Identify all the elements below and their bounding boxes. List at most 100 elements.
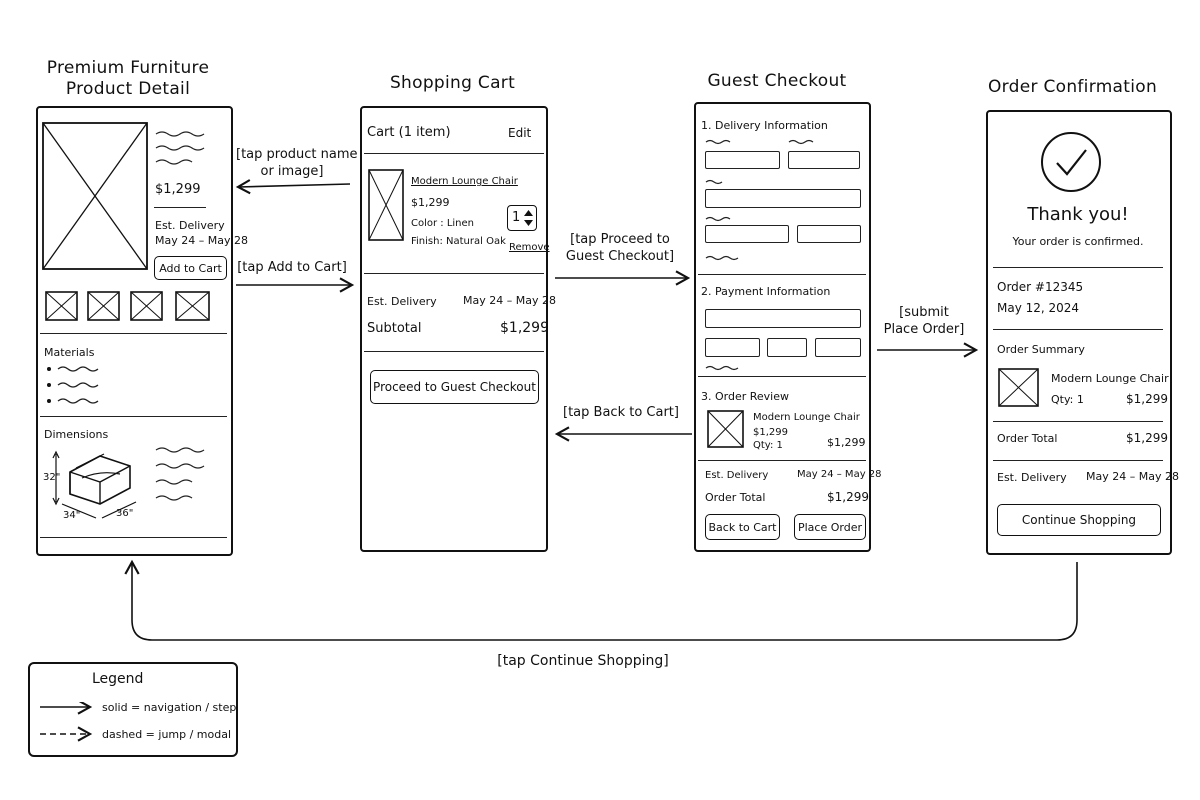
confirmation-delivery-label: Est. Delivery — [997, 471, 1067, 484]
confirmation-screen-title: Order Confirmation — [987, 77, 1158, 97]
confirmation-order-total-value: $1,299 — [1126, 431, 1168, 445]
shopping-cart-screen: Cart (1 item) Edit Modern Lounge Chair $… — [360, 106, 556, 552]
delivery-section-heading: 1. Delivery Information — [701, 119, 828, 132]
crossed-box-icon — [87, 291, 120, 321]
label-proceed: [tap Proceed to Guest Checkout] — [558, 231, 682, 265]
summary-item-price: $1,299 — [1126, 392, 1168, 406]
review-section-heading: 3. Order Review — [701, 390, 789, 403]
materials-heading: Materials — [44, 346, 95, 359]
address-field[interactable] — [705, 189, 861, 208]
label-continue-shopping: [tap Continue Shopping] — [497, 653, 669, 669]
dimension-depth: 34" — [63, 510, 81, 521]
up-down-arrows-icon — [524, 210, 533, 226]
expiry-field[interactable] — [705, 338, 760, 357]
order-confirmed-text: Your order is confirmed. — [1012, 235, 1144, 248]
proceed-to-checkout-button[interactable]: Proceed to Guest Checkout — [370, 370, 539, 404]
field-label-placeholder — [705, 139, 814, 145]
product-main-image[interactable] — [42, 122, 148, 270]
checkout-screen-title: Guest Checkout — [707, 71, 847, 91]
field-label-placeholder — [705, 255, 739, 261]
cart-subtotal-value: $1,299 — [500, 320, 549, 336]
product-delivery-label: Est. Delivery — [155, 219, 225, 232]
label-submit: [submit Place Order] — [876, 304, 972, 338]
armchair-sketch-icon — [52, 450, 137, 519]
crossed-box-icon — [998, 368, 1039, 407]
dimension-width: 36" — [116, 508, 134, 519]
cart-delivery-label: Est. Delivery — [367, 295, 437, 308]
city-field[interactable] — [705, 225, 789, 243]
dimension-height: 32" — [43, 472, 61, 483]
checkout-delivery-dates: May 24 – May 28 — [797, 469, 882, 480]
label-cart-to-product: [tap product name or image] — [236, 146, 358, 180]
legend-title: Legend — [92, 671, 144, 687]
review-item-price: $1,299 — [753, 427, 788, 438]
cart-item-finish: Finish: Natural Oak — [411, 236, 506, 247]
review-item-name: Modern Lounge Chair — [753, 412, 860, 423]
cvv-field[interactable] — [767, 338, 807, 357]
field-label-placeholder — [705, 365, 739, 371]
payment-section-heading: 2. Payment Information — [701, 285, 831, 298]
checkout-order-total-value: $1,299 — [827, 490, 869, 504]
crossed-box-icon — [42, 122, 148, 270]
first-name-field[interactable] — [705, 151, 780, 169]
last-name-field[interactable] — [788, 151, 860, 169]
label-submit-line2: Place Order] — [883, 322, 965, 337]
label-submit-line1: [submit — [899, 305, 949, 320]
label-proceed-line1: [tap Proceed to — [570, 232, 670, 247]
postal-field[interactable] — [815, 338, 861, 357]
field-label-placeholder — [705, 179, 723, 185]
arrow-continue-shopping — [124, 559, 1078, 641]
legend-box: Legend solid = navigation / step dashed … — [28, 662, 238, 757]
label-proceed-line2: Guest Checkout] — [565, 249, 675, 264]
order-date: May 12, 2024 — [997, 301, 1080, 315]
crossed-box-icon — [707, 410, 744, 448]
legend-dashed-text: dashed = jump / modal — [102, 728, 232, 741]
review-item-total: $1,299 — [827, 436, 866, 449]
legend-arrows — [40, 702, 93, 742]
quantity-stepper[interactable]: 1 — [507, 205, 537, 231]
quantity-value: 1 — [512, 210, 521, 225]
confirmation-delivery-dates: May 24 – May 28 — [1086, 470, 1179, 483]
summary-item-name: Modern Lounge Chair — [1051, 372, 1169, 385]
add-to-cart-button[interactable]: Add to Cart — [154, 256, 227, 280]
cart-header: Cart (1 item) — [367, 125, 451, 140]
crossed-box-icon — [368, 169, 404, 241]
label-add-to-cart: [tap Add to Cart] — [237, 260, 347, 275]
place-order-button[interactable]: Place Order — [794, 514, 866, 540]
crossed-box-icon — [45, 291, 78, 321]
dimensions-text-placeholder — [155, 447, 205, 501]
summary-item-qty: Qty: 1 — [1051, 393, 1084, 406]
crossed-box-icon — [130, 291, 163, 321]
continue-shopping-button[interactable]: Continue Shopping — [997, 504, 1161, 536]
order-number: Order #12345 — [997, 280, 1084, 294]
back-to-cart-button[interactable]: Back to Cart — [705, 514, 780, 540]
order-confirmation-screen: Thank you! Your order is confirmed. Orde… — [986, 110, 1179, 555]
legend-solid-text: solid = navigation / step — [102, 701, 237, 714]
cart-remove-link[interactable]: Remove — [509, 242, 550, 253]
thank-you-heading: Thank you! — [1027, 204, 1129, 225]
thumbnail-3[interactable] — [130, 291, 163, 321]
checkmark-circle-icon — [1041, 132, 1101, 192]
product-price: $1,299 — [155, 182, 201, 197]
card-number-field[interactable] — [705, 309, 861, 328]
cart-item-name-link[interactable]: Modern Lounge Chair — [411, 176, 518, 187]
checkout-order-total-label: Order Total — [705, 491, 766, 504]
guest-checkout-screen: 1. Delivery Information 2. Payment Infor… — [694, 102, 882, 552]
cart-item-color: Color : Linen — [411, 218, 475, 229]
cart-edit-link[interactable]: Edit — [508, 126, 532, 140]
label-back-to-cart: [tap Back to Cart] — [563, 405, 679, 420]
thumbnail-4[interactable] — [175, 291, 210, 321]
cart-delivery-dates: May 24 – May 28 — [463, 294, 556, 307]
product-detail-screen: $1,299 Est. Delivery May 24 – May 28 Add… — [36, 106, 248, 556]
review-item-qty: Qty: 1 — [753, 440, 783, 451]
label-cart-to-product-line1: [tap product name — [236, 147, 358, 162]
product-description-placeholder — [155, 131, 205, 165]
review-item-image — [707, 410, 744, 448]
cart-item-price: $1,299 — [411, 196, 450, 209]
thumbnail-1[interactable] — [45, 291, 78, 321]
cart-item-image[interactable] — [368, 169, 404, 241]
thumbnail-2[interactable] — [87, 291, 120, 321]
zip-field[interactable] — [797, 225, 861, 243]
label-cart-to-product-line2: or image] — [260, 164, 324, 179]
